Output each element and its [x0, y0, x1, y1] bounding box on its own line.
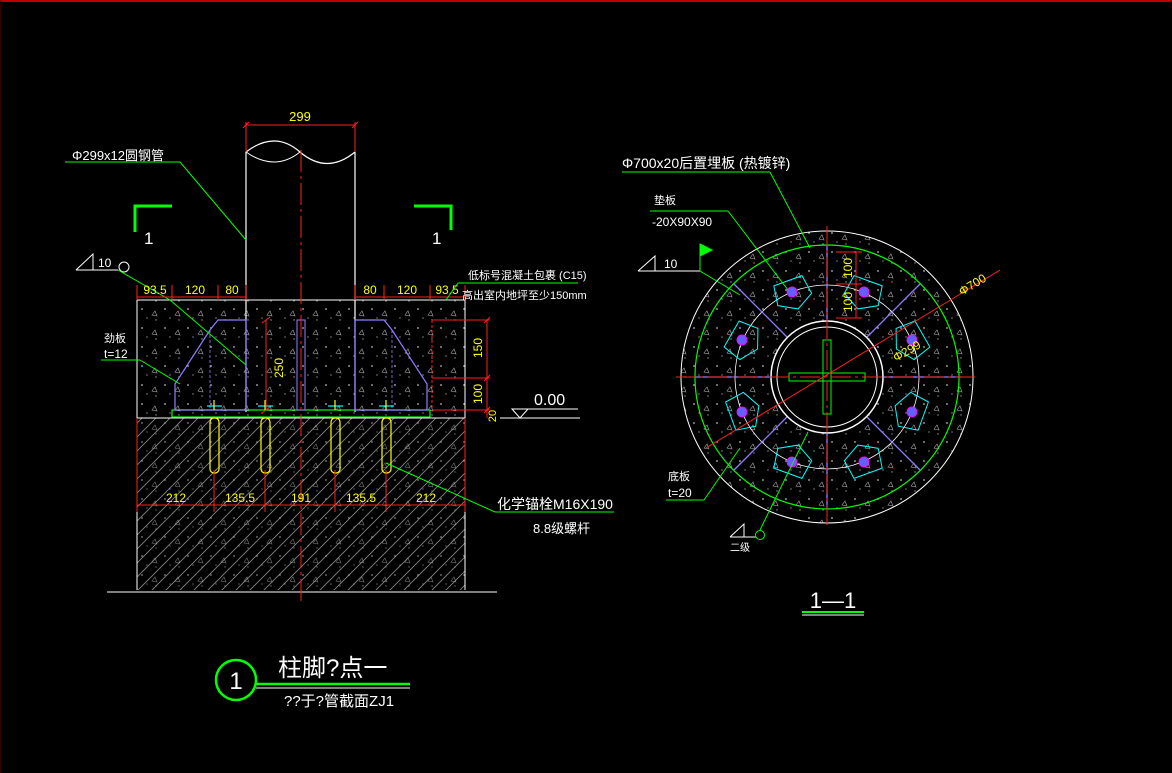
stiffener-label: 劲板: [104, 331, 126, 345]
base-thk: t=20: [668, 486, 692, 500]
anchor-grade: 8.8级螺杆: [533, 521, 590, 536]
pad-size: -20X90X90: [652, 215, 712, 229]
dim-top-left-1: 120: [185, 283, 205, 297]
concrete-note-1: 低标号混凝土包裹 (C15): [468, 268, 587, 282]
section-mark-right: [414, 204, 453, 230]
dim-299: [242, 121, 359, 152]
dim-150: 150: [471, 338, 485, 358]
section-view: Φ700 Φ299 100 100 Φ700x20后置埋板 (热镀锌) 垫板 -…: [622, 155, 1001, 616]
dim-bottom-4: 212: [416, 491, 436, 505]
pipe-label: Φ299x12圆钢管: [72, 148, 164, 163]
dim-top-right-2: 93.5: [435, 283, 459, 297]
dim-top-right-0: 80: [363, 283, 377, 297]
elevation-view: 299 Φ299x12圆钢管 1 1 10: [65, 109, 614, 605]
dim-100-b: 100: [841, 292, 855, 312]
title-number-circle: [214, 658, 258, 702]
section-mark-left: [133, 204, 172, 232]
dims-bottom: [136, 418, 466, 512]
section-mark-left-text: 1: [144, 229, 153, 248]
dim-100-a: 100: [841, 258, 855, 278]
weld-size-left: 10: [98, 256, 112, 270]
dim-bottom-2: 191: [291, 491, 311, 505]
dim-top-right-1: 120: [397, 283, 417, 297]
pad-label: 垫板: [654, 193, 676, 207]
section-title: 1—1: [810, 588, 856, 613]
dia-700-line: [705, 269, 1001, 449]
level-mark-text: 0.00: [534, 392, 565, 409]
stiffener-thk: t=12: [104, 347, 128, 361]
plate-label: Φ700x20后置埋板 (热镀锌): [622, 155, 790, 171]
dia-700-text: Φ700: [956, 271, 989, 299]
weld-grade: 二级: [730, 542, 750, 554]
dim-20: 20: [487, 410, 499, 422]
level-mark: [500, 408, 580, 419]
pads: [723, 274, 931, 480]
weld-size-section: 10: [664, 257, 678, 271]
title-text: 柱脚?点一: [278, 655, 387, 682]
title-number: 1: [229, 668, 242, 695]
dim-100: 100: [471, 384, 485, 404]
title-subtitle: ??于?管截面ZJ1: [284, 693, 394, 710]
dims-vertical: [261, 316, 491, 418]
dim-bottom-3: 135.5: [346, 491, 376, 505]
title-block: 1 柱脚?点一 ??于?管截面ZJ1: [214, 655, 410, 710]
anchor-label: 化学锚栓M16X190: [497, 496, 613, 512]
dims-top: [136, 285, 466, 300]
dims-100: [836, 251, 862, 319]
dim-299-text: 299: [289, 109, 311, 124]
base-label: 底板: [668, 469, 690, 483]
weld-symbol-section: [637, 243, 741, 296]
weld-symbol-left: [75, 252, 247, 366]
dim-top-left-0: 93.5: [143, 283, 167, 297]
weld-grade-symbol: [729, 431, 809, 540]
dim-250: 250: [272, 358, 286, 378]
dim-bottom-1: 135.5: [225, 491, 255, 505]
section-mark-right-text: 1: [432, 229, 441, 248]
concrete-note-2: 高出室内地坪至少150mm: [462, 288, 587, 302]
dim-top-left-2: 80: [225, 283, 239, 297]
dim-bottom-0: 212: [166, 491, 186, 505]
